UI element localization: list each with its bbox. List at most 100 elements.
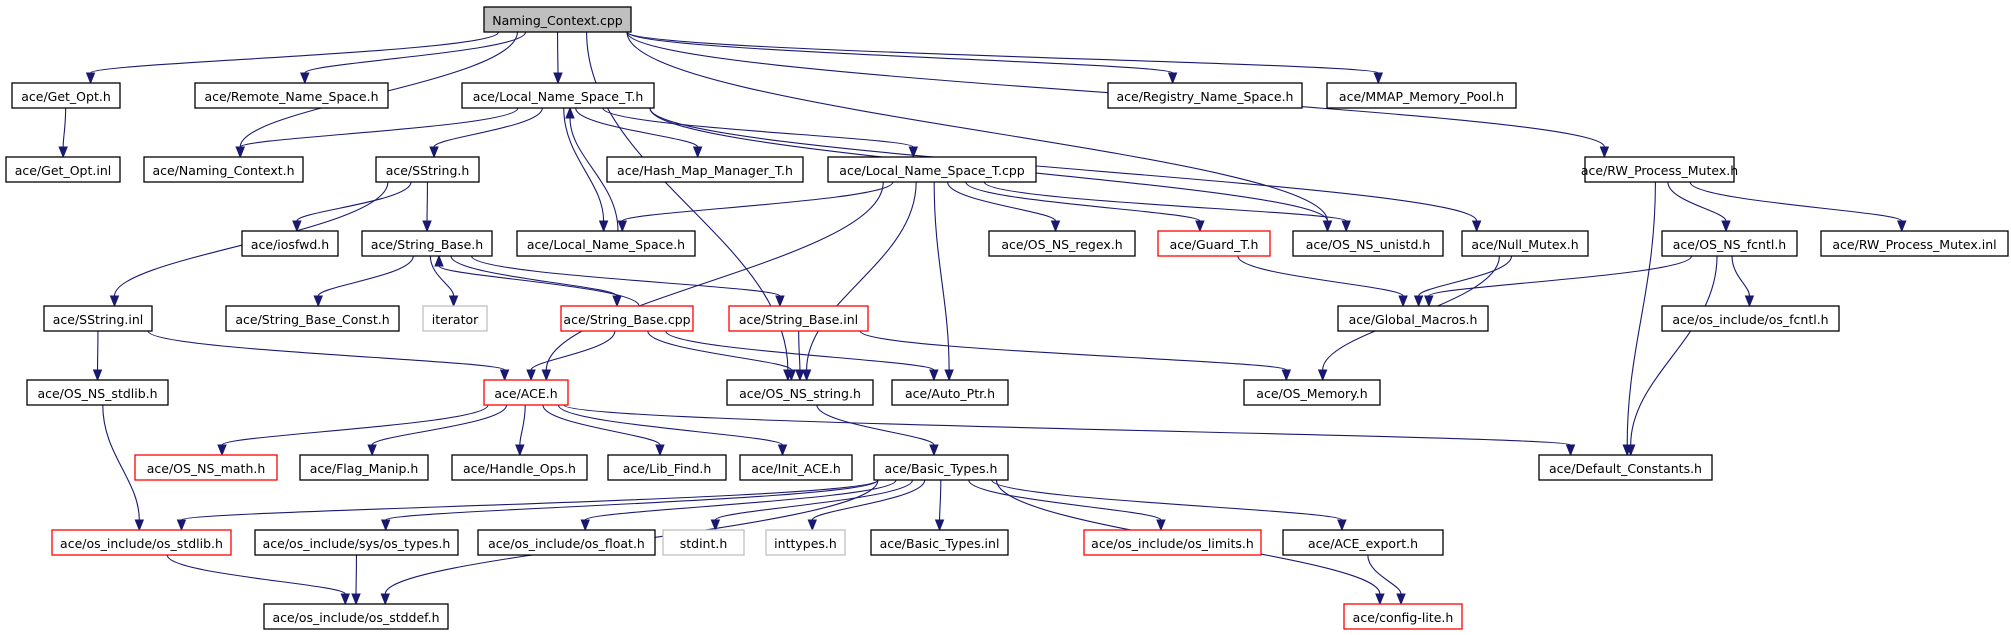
arrowhead-icon [1195, 220, 1205, 233]
node-ace-os-include-os-float-h[interactable]: ace/os_include/os_float.h [477, 529, 656, 556]
edge-ace-string-base-cpp-to-ace-string-base-h [438, 265, 640, 307]
arrowhead-icon [1424, 295, 1434, 308]
node-ace-sstring-h[interactable]: ace/SString.h [375, 156, 480, 183]
node-ace-handle-ops-h[interactable]: ace/Handle_Ops.h [451, 454, 588, 481]
node-ace-init-ace-h[interactable]: ace/Init_ACE.h [739, 454, 853, 481]
edge-ace-string-base-inl-to-ace-os-memory-h [859, 330, 1287, 371]
node-label: ace/Naming_Context.h [152, 163, 294, 178]
node-label: ace/Local_Name_Space.h [527, 237, 685, 252]
node-box [739, 454, 853, 481]
node-ace-os-memory-h[interactable]: ace/OS_Memory.h [1243, 379, 1381, 406]
node-ace-default-constants-h[interactable]: ace/Default_Constants.h [1538, 454, 1713, 481]
node-box [134, 454, 278, 481]
arrowhead-icon [786, 369, 797, 382]
node-ace-config-lite-h[interactable]: ace/config-lite.h [1343, 603, 1463, 630]
arrowhead-icon [235, 146, 245, 159]
node-label: ace/Get_Opt.h [21, 89, 111, 104]
node-ace-rw-process-mutex-h[interactable]: ace/RW_Process_Mutex.h [1581, 156, 1738, 183]
node-box [461, 82, 655, 109]
node-ace-os-include-os-fcntl-h[interactable]: ace/os_include/os_fcntl.h [1661, 305, 1840, 332]
node-label: ace/String_Base.h [371, 237, 483, 252]
node-ace-registry-name-space-h[interactable]: ace/Registry_Name_Space.h [1107, 82, 1303, 109]
node-box [1820, 230, 2009, 257]
node-ace-os-include-os-stddef-h[interactable]: ace/os_include/os_stddef.h [263, 603, 449, 630]
edge-ace-local-name-space-t-cpp-to-ace-os-ns-string-h [806, 181, 917, 371]
node-box [827, 156, 1037, 183]
edge-ace-local-name-space-t-h-to-ace-local-name-space-t-cpp [602, 107, 914, 148]
node-ace-os-ns-math-h[interactable]: ace/OS_NS_math.h [134, 454, 278, 481]
node-ace-os-ns-fcntl-h[interactable]: ace/OS_NS_fcntl.h [1661, 230, 1798, 257]
edge-ace-local-name-space-t-h-to-ace-null-mutex-h [649, 107, 1478, 222]
node-ace-hash-map-manager-t-h[interactable]: ace/Hash_Map_Manager_T.h [606, 156, 804, 183]
node-ace-string-base-const-h[interactable]: ace/String_Base_Const.h [225, 305, 400, 332]
node-box [728, 305, 869, 332]
arrowhead-icon [710, 519, 721, 532]
node-ace-null-mutex-h[interactable]: ace/Null_Mutex.h [1461, 230, 1589, 257]
node-ace-get-opt-inl[interactable]: ace/Get_Opt.inl [5, 156, 121, 183]
node-box [375, 156, 480, 183]
arrowhead-icon [434, 254, 444, 267]
node-label: ace/os_include/os_fcntl.h [1672, 312, 1828, 327]
node-ace-basic-types-h[interactable]: ace/Basic_Types.h [873, 454, 1009, 481]
node-box [516, 230, 696, 257]
node-ace-os-include-os-limits-h[interactable]: ace/os_include/os_limits.h [1083, 529, 1262, 556]
arrowhead-icon [1625, 444, 1636, 457]
node-ace-remote-name-space-h[interactable]: ace/Remote_Name_Space.h [194, 82, 389, 109]
node-box [1107, 82, 1303, 109]
node-naming-context-cpp[interactable]: Naming_Context.cpp [483, 6, 632, 33]
node-ace-rw-process-mutex-inl[interactable]: ace/RW_Process_Mutex.inl [1820, 230, 2009, 257]
arrowhead-icon [429, 146, 439, 159]
edge-ace-os-ns-string-h-to-ace-basic-types-h [816, 404, 935, 446]
node-ace-os-ns-stdlib-h[interactable]: ace/OS_NS_stdlib.h [26, 379, 169, 406]
node-ace-os-include-os-stdlib-h[interactable]: ace/os_include/os_stdlib.h [51, 529, 232, 556]
node-ace-get-opt-h[interactable]: ace/Get_Opt.h [11, 82, 121, 109]
node-ace-auto-ptr-h[interactable]: ace/Auto_Ptr.h [891, 379, 1009, 406]
edge-naming-context-cpp-to-ace-get-opt-h [90, 31, 500, 74]
node-ace-os-include-sys-os-types-h[interactable]: ace/os_include/sys/os_types.h [254, 529, 459, 556]
node-box [451, 454, 588, 481]
edge-naming-context-cpp-to-ace-mmap-memory-pool-h [626, 31, 1379, 74]
edge-ace-local-name-space-t-cpp-to-ace-os-ns-unistd-h [983, 181, 1347, 222]
node-box [483, 6, 632, 33]
edge-ace-basic-types-h-to-ace-os-include-os-limits-h [968, 479, 1162, 521]
node-ace-global-macros-h[interactable]: ace/Global_Macros.h [1337, 305, 1489, 332]
node-box [607, 454, 727, 481]
arrowhead-icon [801, 369, 812, 382]
node-box [483, 379, 569, 406]
node-ace-guard-t-h[interactable]: ace/Guard_T.h [1157, 230, 1271, 257]
node-ace-flag-manip-h[interactable]: ace/Flag_Manip.h [299, 454, 429, 481]
node-ace-os-ns-unistd-h[interactable]: ace/OS_NS_unistd.h [1292, 230, 1444, 257]
node-ace-basic-types-inl[interactable]: ace/Basic_Types.inl [870, 529, 1009, 556]
node-ace-naming-context-h[interactable]: ace/Naming_Context.h [143, 156, 304, 183]
edge-ace-sstring-h-to-ace-iosfwd-h [296, 181, 412, 222]
node-ace-local-name-space-h[interactable]: ace/Local_Name_Space.h [516, 230, 696, 257]
node-label: ace/os_include/os_stddef.h [272, 610, 439, 625]
node-box [361, 230, 493, 257]
node-ace-mmap-memory-pool-h[interactable]: ace/MMAP_Memory_Pool.h [1326, 82, 1517, 109]
node-ace-ace-export-h[interactable]: ace/ACE_export.h [1282, 529, 1444, 556]
node-label: iterator [432, 312, 479, 327]
edge-ace-string-base-h-to-ace-string-base-const-h [317, 255, 414, 297]
node-label: ace/String_Base.cpp [563, 312, 690, 327]
arrowhead-icon [775, 295, 785, 308]
node-box [1461, 230, 1589, 257]
arrowhead-icon [92, 369, 103, 382]
node-ace-local-name-space-t-cpp[interactable]: ace/Local_Name_Space_T.cpp [827, 156, 1037, 183]
edge-ace-os-include-os-stdlib-h-to-ace-os-include-os-stddef-h [166, 554, 346, 595]
node-box [1083, 529, 1262, 556]
node-ace-ace-h[interactable]: ace/ACE.h [483, 379, 569, 406]
node-ace-local-name-space-t-h[interactable]: ace/Local_Name_Space_T.h [461, 82, 655, 109]
node-box [1343, 603, 1463, 630]
node-ace-os-ns-regex-h[interactable]: ace/OS_NS_regex.h [988, 230, 1136, 257]
arrowhead-icon [929, 369, 939, 382]
node-ace-sstring-inl[interactable]: ace/SString.inl [43, 305, 153, 332]
node-ace-string-base-h[interactable]: ace/String_Base.h [361, 230, 493, 257]
node-label: stdint.h [680, 536, 728, 551]
node-ace-string-base-cpp[interactable]: ace/String_Base.cpp [560, 305, 694, 332]
node-ace-lib-find-h[interactable]: ace/Lib_Find.h [607, 454, 727, 481]
node-ace-iosfwd-h[interactable]: ace/iosfwd.h [241, 230, 339, 257]
node-ace-os-ns-string-h[interactable]: ace/OS_NS_string.h [726, 379, 874, 406]
node-ace-string-base-inl[interactable]: ace/String_Base.inl [728, 305, 869, 332]
node-box [194, 82, 389, 109]
edge-ace-basic-types-h-to-stdint-h [714, 479, 914, 521]
